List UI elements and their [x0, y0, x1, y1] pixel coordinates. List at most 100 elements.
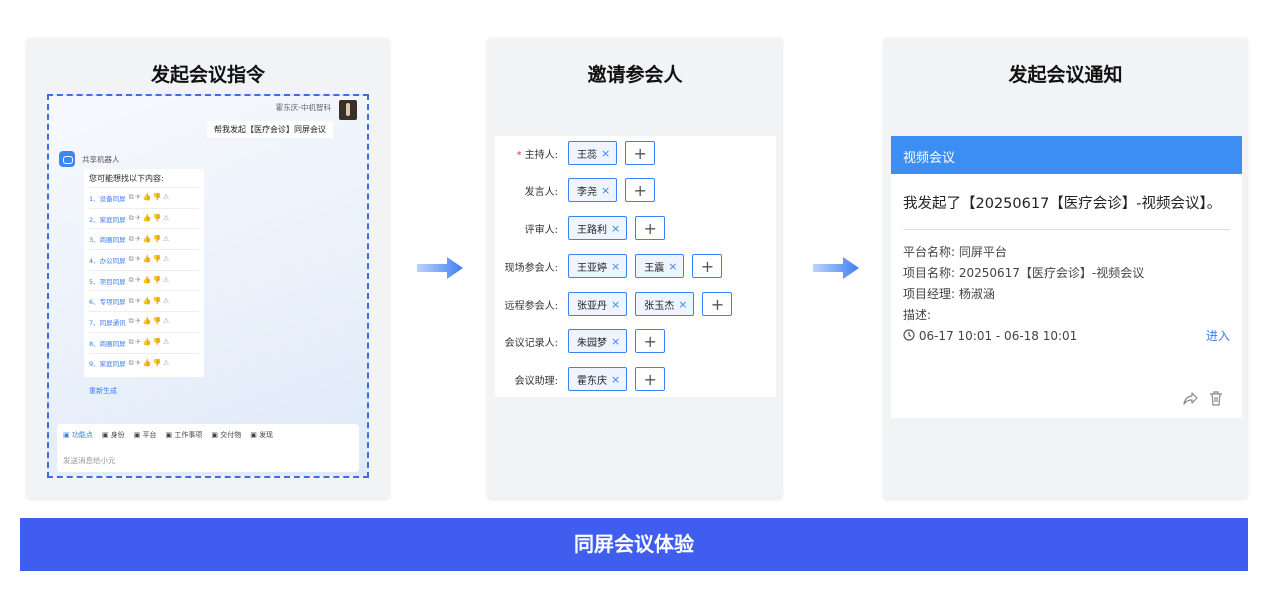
person-name: 王亚婷 [577, 262, 607, 274]
feedback-icons[interactable]: ⧉✈👍👎⚠ [128, 317, 171, 326]
invite-row: 现场参会人:王亚婷×王震×+ [495, 253, 776, 279]
suggestion-label: 6、专项同屏 [89, 298, 126, 307]
invite-row: 远程参会人:张亚丹×张玉杰×+ [495, 291, 776, 317]
suggestion-label: 2、家庭同屏 [89, 215, 126, 224]
suggestion-item[interactable]: 6、专项同屏⧉✈👍👎⚠ [89, 290, 199, 311]
feedback-icons[interactable]: ⧉✈👍👎⚠ [128, 193, 171, 202]
project-name: 项目名称: 20250617【医疗会诊】-视频会议 [903, 266, 1145, 280]
person-tag: 王路利 × [568, 216, 628, 240]
suggestion-item[interactable]: 1、设备同屏⧉✈👍👎⚠ [89, 187, 199, 208]
remove-person-icon[interactable]: × [611, 372, 621, 386]
person-tag: 霍东庆 × [568, 367, 628, 391]
suggestion-label: 8、商圈同屏 [89, 339, 126, 348]
share-icon[interactable] [1182, 390, 1198, 406]
add-person-button[interactable]: + [635, 329, 666, 353]
feedback-icons[interactable]: ⧉✈👍👎⚠ [128, 214, 171, 223]
suggestion-item[interactable]: 4、办公同屏⧉✈👍👎⚠ [89, 249, 199, 270]
regenerate-link[interactable]: 重新生成 [89, 387, 117, 395]
feedback-icons[interactable]: ⧉✈👍👎⚠ [128, 338, 171, 347]
toolbar-item-label: 工作事项 [174, 431, 203, 439]
user-message: 帮我发起【医疗会诊】同屏会议 [207, 121, 333, 138]
bot-intro: 您可能想找以下内容: [89, 174, 164, 183]
feedback-icons[interactable]: ⧉✈👍👎⚠ [128, 358, 171, 367]
suggestion-label: 5、项目同屏 [89, 277, 126, 286]
toolbar-item[interactable]: ▣ 工作事项 [166, 430, 203, 440]
toolbar-item[interactable]: ▣ 发现 [250, 430, 273, 440]
toolbar-item-icon: ▣ [133, 431, 143, 439]
add-person-button[interactable]: + [625, 178, 656, 202]
arrow-right-icon [813, 257, 859, 279]
toolbar-item-label: 平台 [142, 431, 157, 439]
remove-person-icon[interactable]: × [611, 221, 621, 235]
input-toolbar: ▣ 功能点▣ 身份▣ 平台▣ 工作事项▣ 交付物▣ 发现 [57, 424, 359, 440]
description-label: 描述: [903, 308, 932, 322]
invite-row-label: *主持人: [516, 149, 558, 161]
remove-person-icon[interactable]: × [601, 183, 611, 197]
person-tag: 李尧 × [568, 178, 618, 202]
invite-row-label: 现场参会人: [504, 262, 558, 274]
meeting-time: 06-17 10:01 - 06-18 10:01 [918, 329, 1078, 343]
person-name: 张亚丹 [577, 300, 607, 312]
feedback-icons[interactable]: ⧉✈👍👎⚠ [128, 234, 171, 243]
toolbar-item[interactable]: ▣ 交付物 [211, 430, 241, 440]
person-name: 王路利 [577, 224, 607, 236]
notice-header: 视频会议 [891, 136, 1242, 174]
person-name: 霍东庆 [577, 375, 607, 387]
add-person-button[interactable]: + [635, 216, 666, 240]
meeting-notice-card[interactable]: 视频会议 我发起了【20250617【医疗会诊】-视频会议】。 平台名称: 同屏… [891, 136, 1242, 418]
add-person-button[interactable]: + [702, 292, 733, 316]
person-name: 朱园梦 [577, 337, 607, 349]
toolbar-item[interactable]: ▣ 功能点 [63, 430, 93, 440]
avatar [339, 100, 357, 120]
suggestion-item[interactable]: 5、项目同屏⧉✈👍👎⚠ [89, 269, 199, 291]
chat-input-bar: ▣ 功能点▣ 身份▣ 平台▣ 工作事项▣ 交付物▣ 发现 发送消息给小元 [57, 424, 359, 472]
feedback-icons[interactable]: ⧉✈👍👎⚠ [128, 296, 171, 305]
enter-link[interactable]: 进入 [1205, 329, 1230, 343]
person-name: 李尧 [577, 186, 597, 198]
invite-row-label: 发言人: [524, 186, 558, 198]
toolbar-item[interactable]: ▣ 身份 [102, 430, 125, 440]
remove-person-icon[interactable]: × [611, 297, 621, 311]
notice-title: 我发起了【20250617【医疗会诊】-视频会议】。 [903, 192, 1230, 230]
feedback-icons[interactable]: ⧉✈👍👎⚠ [128, 276, 171, 285]
remove-person-icon[interactable]: × [668, 259, 678, 273]
remove-person-icon[interactable]: × [601, 146, 611, 160]
suggestion-item[interactable]: 2、家庭同屏⧉✈👍👎⚠ [89, 207, 199, 229]
add-person-button[interactable]: + [625, 141, 656, 165]
suggestion-label: 7、同屏通讯 [89, 318, 126, 327]
footer-banner: 同屏会议体验 [20, 518, 1248, 571]
suggestion-item[interactable]: 9、家庭同屏⧉✈👍👎⚠ [89, 352, 199, 374]
platform-name: 平台名称: 同屏平台 [903, 245, 1007, 259]
feedback-icons[interactable]: ⧉✈👍👎⚠ [128, 255, 171, 264]
suggestion-item[interactable]: 3、商圈同屏⧉✈👍👎⚠ [89, 228, 199, 249]
toolbar-item-label: 身份 [110, 431, 125, 439]
add-person-button[interactable]: + [635, 367, 666, 391]
notice-panel: 发起会议通知 视频会议 我发起了【20250617【医疗会诊】-视频会议】。 平… [884, 38, 1247, 498]
invite-panel: 邀请参会人 *主持人:王蕊×+发言人:李尧×+评审人:王路利×+现场参会人:王亚… [488, 38, 782, 498]
remove-person-icon[interactable]: × [611, 334, 621, 348]
user-name: 霍东庆-中机智科 [275, 103, 331, 112]
chat-window: 霍东庆-中机智科 帮我发起【医疗会诊】同屏会议 共享机器人 您可能想找以下内容:… [47, 94, 369, 478]
bot-name: 共享机器人 [82, 155, 120, 164]
person-tag: 王震× [635, 254, 685, 278]
add-person-button[interactable]: + [692, 254, 723, 278]
delete-icon[interactable] [1208, 390, 1224, 406]
invite-row-label: 远程参会人: [504, 300, 558, 312]
clock-icon [903, 329, 915, 341]
remove-person-icon[interactable]: × [678, 297, 688, 311]
arrow-right-icon [417, 257, 463, 279]
invite-form: *主持人:王蕊×+发言人:李尧×+评审人:王路利×+现场参会人:王亚婷×王震×+… [495, 136, 776, 397]
suggestion-label: 1、设备同屏 [89, 194, 126, 203]
invite-row: 会议记录人:朱园梦×+ [495, 328, 776, 354]
person-tag: 张亚丹 × [568, 292, 628, 316]
remove-person-icon[interactable]: × [611, 259, 621, 273]
suggestion-item[interactable]: 8、商圈同屏⧉✈👍👎⚠ [89, 331, 199, 353]
invite-row: 会议助理:霍东庆×+ [495, 366, 776, 392]
toolbar-item-label: 功能点 [71, 431, 93, 439]
suggestion-label: 4、办公同屏 [89, 256, 126, 265]
invite-row: 发言人: 李尧 × + [495, 177, 776, 203]
panel-title: 邀请参会人 [587, 64, 683, 86]
suggestion-item[interactable]: 7、同屏通讯⧉✈👍👎⚠ [89, 311, 199, 332]
toolbar-item[interactable]: ▣ 平台 [134, 430, 157, 440]
message-input[interactable]: 发送消息给小元 [63, 456, 116, 465]
